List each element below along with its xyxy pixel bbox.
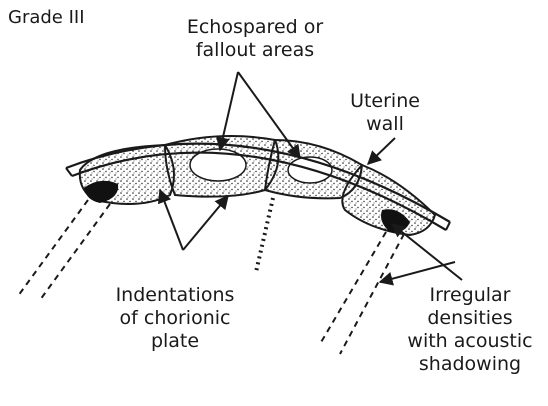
densities-line-3: with acoustic: [390, 330, 548, 353]
uterine-wall-label: Uterine wall: [330, 90, 440, 136]
central-shadow: [256, 198, 273, 272]
indentations-label: Indentations of chorionic plate: [70, 284, 280, 353]
uterine-wall-line-2: wall: [330, 113, 440, 136]
echospared-line-1: Echospared or: [150, 16, 360, 39]
uterine-wall-line-1: Uterine: [330, 90, 440, 113]
densities-label: Irregular densities with acoustic shadow…: [390, 284, 548, 376]
grade-label: Grade III: [8, 6, 85, 29]
echospared-label: Echospared or fallout areas: [150, 16, 360, 62]
densities-line-2: densities: [390, 307, 548, 330]
indentations-line-3: plate: [70, 330, 280, 353]
indentations-line-2: of chorionic: [70, 307, 280, 330]
densities-line-1: Irregular: [390, 284, 548, 307]
echospared-line-2: fallout areas: [150, 39, 360, 62]
indentations-line-1: Indentations: [70, 284, 280, 307]
densities-line-4: shadowing: [390, 353, 548, 376]
